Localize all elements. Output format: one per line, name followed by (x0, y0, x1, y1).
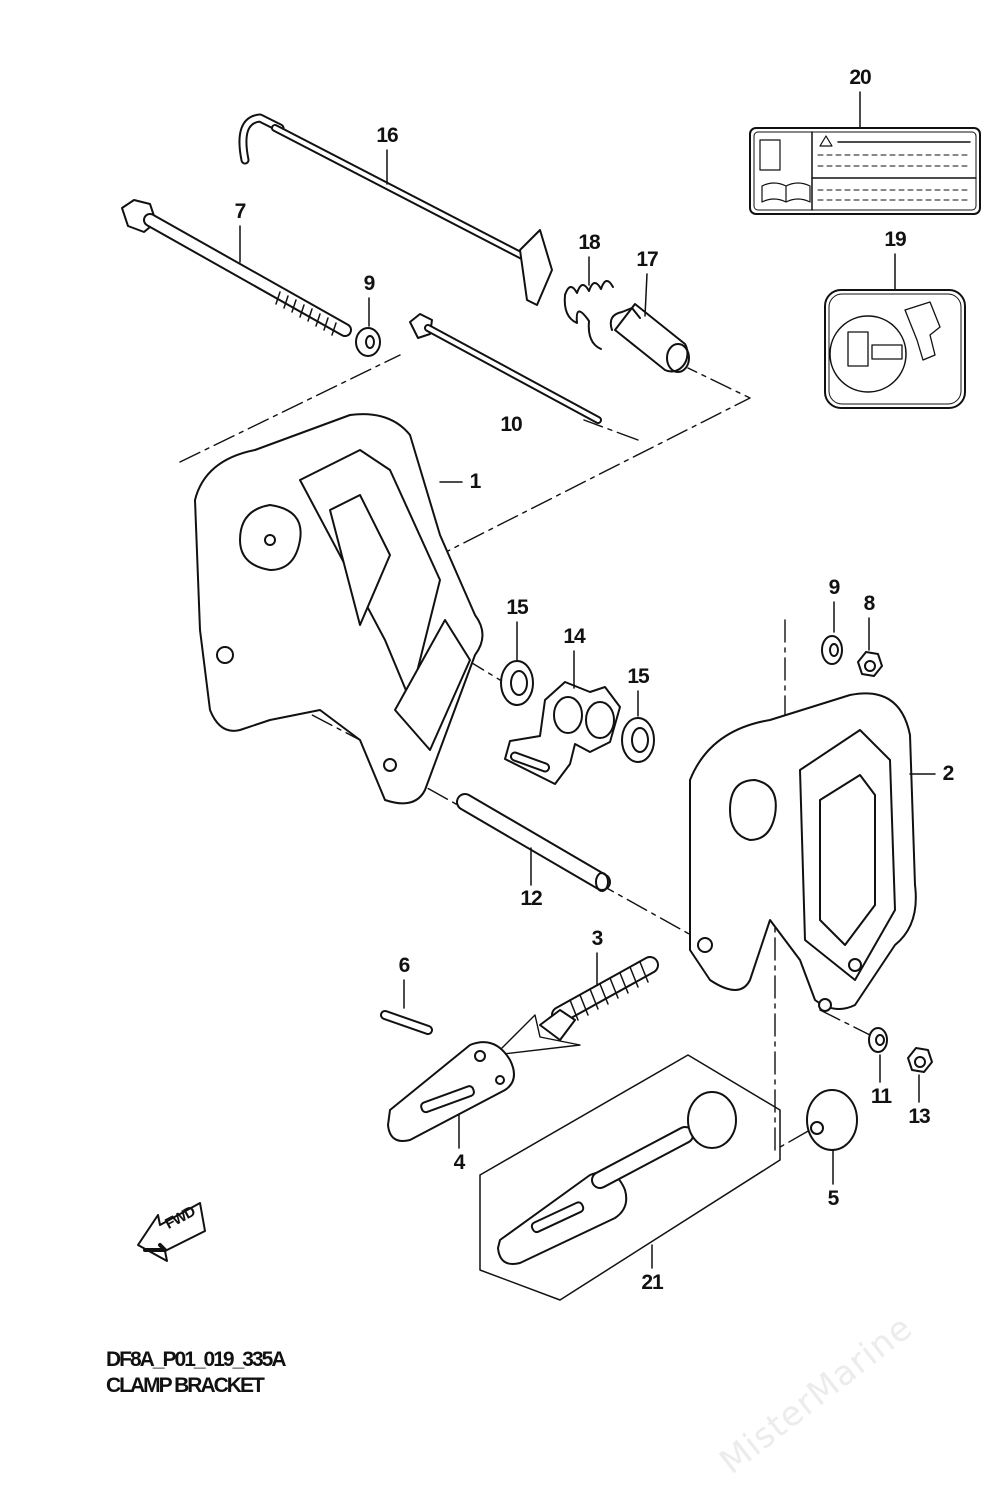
pin-part-6 (380, 979, 433, 1035)
bushing-part-15-right (621, 690, 655, 763)
callout-1: 1 (469, 470, 482, 493)
callout-18: 18 (578, 231, 600, 254)
callout-14: 14 (563, 625, 585, 648)
forward-direction-arrow-icon (137, 1202, 206, 1262)
warning-label-part-20 (749, 91, 981, 215)
callout-15-right: 15 (627, 665, 649, 688)
lever-kit-part-21 (479, 1054, 781, 1301)
spring-part-3 (494, 952, 659, 1056)
callout-11: 11 (870, 1085, 892, 1108)
callout-9-right: 9 (828, 576, 841, 599)
diagram-title: CLAMP BRACKET (106, 1374, 265, 1397)
callout-13: 13 (908, 1105, 930, 1128)
clamp-bracket-part-1 (194, 413, 484, 805)
lever-part-4 (387, 1041, 515, 1149)
callout-17: 17 (636, 248, 658, 271)
callout-6: 6 (398, 954, 411, 977)
washer-part-11 (868, 1027, 888, 1083)
callout-10: 10 (500, 413, 522, 436)
plate-part-14 (504, 650, 621, 785)
bolt-part-10 (409, 313, 602, 424)
nut-part-13 (907, 1047, 933, 1103)
callout-19: 19 (884, 228, 906, 251)
decal-part-19 (824, 253, 966, 409)
callout-16: 16 (376, 124, 398, 147)
cap-part-5 (806, 1089, 858, 1185)
callout-12: 12 (520, 887, 542, 910)
clamp-bracket-part-2 (689, 692, 936, 1012)
diagram-code: DF8A_P01_019_335A (106, 1348, 286, 1371)
callout-21: 21 (641, 1271, 663, 1294)
callout-9-upper: 9 (363, 272, 376, 295)
callout-7: 7 (234, 200, 247, 223)
callout-3: 3 (591, 927, 604, 950)
collar-part-17 (609, 273, 690, 373)
washer-part-9-right (821, 601, 843, 665)
callout-4: 4 (453, 1151, 466, 1174)
bolt-part-7 (121, 199, 352, 337)
lever-rod-part-16 (238, 113, 553, 306)
spring-part-18 (563, 256, 614, 350)
callout-15-left: 15 (506, 596, 528, 619)
washer-part-9-upper (355, 297, 381, 357)
callout-2: 2 (942, 762, 955, 785)
callout-20: 20 (849, 66, 871, 89)
bushing-part-15-left (500, 621, 534, 706)
nut-part-8 (857, 617, 883, 677)
callout-5: 5 (827, 1187, 840, 1210)
callout-8: 8 (863, 592, 876, 615)
pin-part-12 (456, 793, 611, 892)
